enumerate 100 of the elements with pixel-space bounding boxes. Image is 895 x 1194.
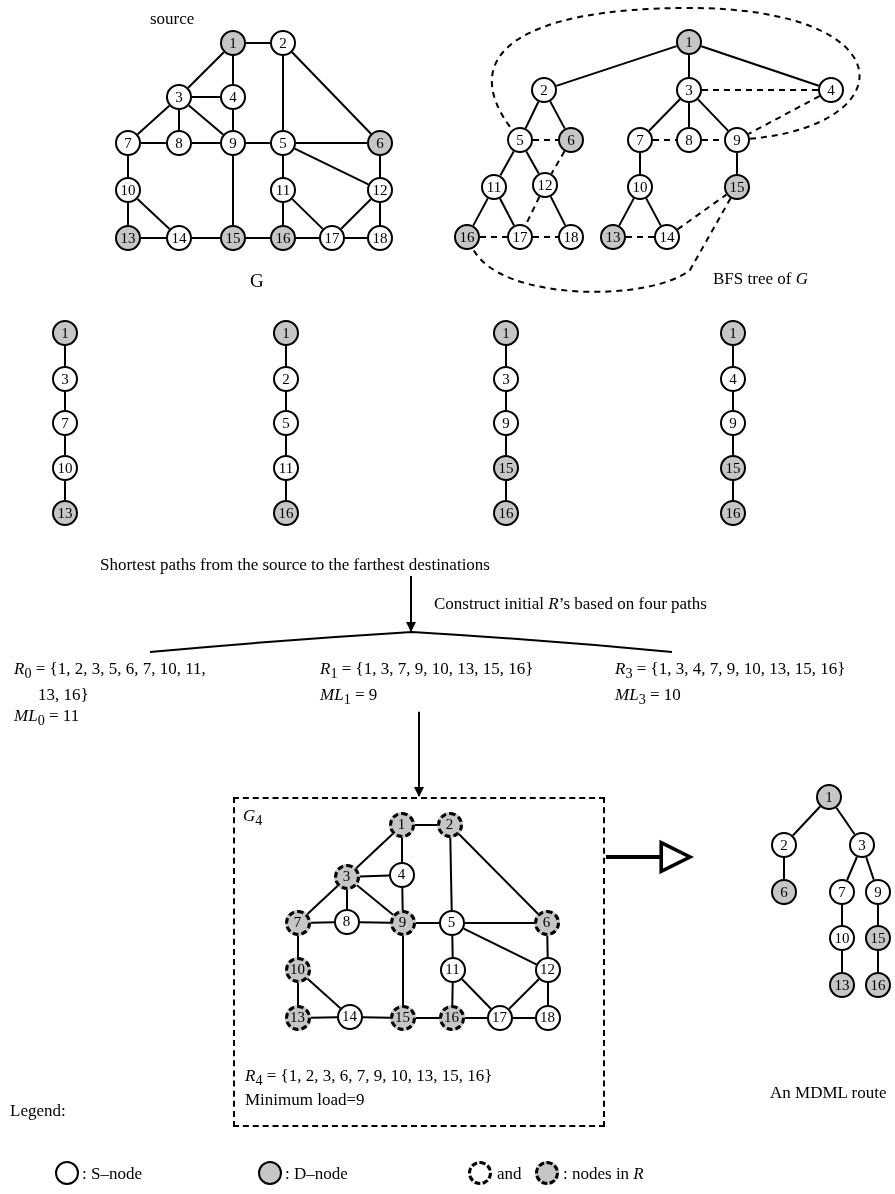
node-circle: 15 <box>389 1004 416 1031</box>
node-circle: 10 <box>115 177 141 203</box>
edge-line <box>736 152 738 175</box>
node-circle: 10 <box>829 925 855 951</box>
node-circle: 6 <box>533 909 560 936</box>
node-circle: 9 <box>220 130 246 156</box>
edge-line <box>232 55 234 85</box>
node-circle: 11 <box>481 174 507 200</box>
node-circle: 4 <box>388 861 415 888</box>
edge-line <box>401 837 403 863</box>
node-circle: 15 <box>220 225 246 251</box>
edge-line <box>340 198 372 230</box>
edge-line <box>791 805 822 837</box>
edge-line <box>362 1016 391 1019</box>
node-circle: 7 <box>284 909 311 936</box>
node-circle: 16 <box>270 225 296 251</box>
max-load-label: ML$_{3}$ = 10 <box>615 684 682 710</box>
edge-line <box>618 197 635 227</box>
edge-line <box>344 237 368 239</box>
edge-line <box>688 102 690 128</box>
dashed-edge <box>532 236 559 238</box>
brace <box>149 631 673 653</box>
edge-line <box>346 889 348 910</box>
node-circle: 3 <box>52 366 78 392</box>
node-circle: 11 <box>439 956 466 983</box>
node-circle: 3 <box>333 863 360 890</box>
node-circle: 4 <box>720 366 746 392</box>
node-circle: 17 <box>486 1004 513 1031</box>
edge-line <box>379 155 381 178</box>
edge-line <box>64 480 66 501</box>
node-circle: 16 <box>438 1004 465 1031</box>
edge-line <box>136 197 171 231</box>
node-circle: 14 <box>336 1003 363 1030</box>
graph-title: G$_{4}$ <box>243 805 263 831</box>
edge-line <box>461 978 492 1010</box>
edge-line <box>732 345 734 367</box>
edge-line <box>310 921 335 924</box>
graph-caption: BFS tree of G <box>713 268 808 289</box>
node-circle: 18 <box>534 1004 561 1031</box>
node-circle: 5 <box>438 909 465 936</box>
edge-line <box>402 935 404 1006</box>
edge-line <box>732 391 734 411</box>
node-circle: 7 <box>829 879 855 905</box>
edge-line <box>505 435 507 456</box>
dashed-edge <box>701 89 819 91</box>
graph-caption: An MDML route <box>770 1082 887 1103</box>
edge-line <box>841 950 843 973</box>
edge-line <box>285 480 287 501</box>
node-circle: 16 <box>493 500 519 526</box>
edge-line <box>472 197 489 227</box>
edge-line <box>555 45 678 87</box>
edge-line <box>285 435 287 456</box>
edge-line <box>401 887 404 911</box>
node-circle: 16 <box>720 500 746 526</box>
edge-line <box>877 904 879 926</box>
node-circle: 5 <box>273 410 299 436</box>
node-circle: 13 <box>600 224 626 250</box>
edge-line <box>645 197 662 227</box>
node-circle: 9 <box>720 410 746 436</box>
edge-line <box>505 391 507 411</box>
set-definition: R$_{1}$ = {1, 3, 7, 9, 10, 13, 15, 16} <box>320 658 535 684</box>
arrow <box>414 710 424 797</box>
dashed-edge <box>625 236 655 238</box>
edge-line <box>499 150 515 177</box>
legend-text: : nodes in R <box>563 1163 644 1184</box>
edge-line <box>293 147 370 186</box>
node-circle: 15 <box>865 925 891 951</box>
edge-line <box>64 345 66 367</box>
node-circle: 1 <box>493 320 519 346</box>
arrow <box>406 575 416 632</box>
edge-line <box>464 1017 488 1019</box>
dashed-edge <box>532 139 559 141</box>
node-circle: 3 <box>493 366 519 392</box>
dashed-frame <box>233 797 605 1127</box>
edge-line <box>877 950 879 973</box>
edge-line <box>191 96 221 98</box>
node-circle: 1 <box>52 320 78 346</box>
node-circle: 12 <box>532 172 558 198</box>
node-circle: 14 <box>654 224 680 250</box>
load-label: Minimum load=9 <box>245 1089 365 1110</box>
edge-line <box>508 978 540 1010</box>
node-circle: 4 <box>220 84 246 110</box>
node-circle: 5 <box>507 127 533 153</box>
node-circle: 9 <box>493 410 519 436</box>
edge-line <box>297 982 299 1006</box>
edge-line <box>127 202 129 226</box>
edge-line <box>232 155 234 226</box>
node-circle: 3 <box>676 77 702 103</box>
node-circle: 1 <box>816 784 842 810</box>
node-circle: 2 <box>270 30 296 56</box>
edge-line <box>549 195 567 227</box>
edge-line <box>359 921 391 924</box>
edge-line <box>458 833 539 915</box>
node-circle: 2 <box>771 832 797 858</box>
edge-line <box>379 202 381 226</box>
edge-line <box>140 142 167 144</box>
edge-line <box>232 109 234 131</box>
node-circle: 3 <box>849 832 875 858</box>
edge-line <box>291 198 324 230</box>
edge-line <box>499 197 515 227</box>
